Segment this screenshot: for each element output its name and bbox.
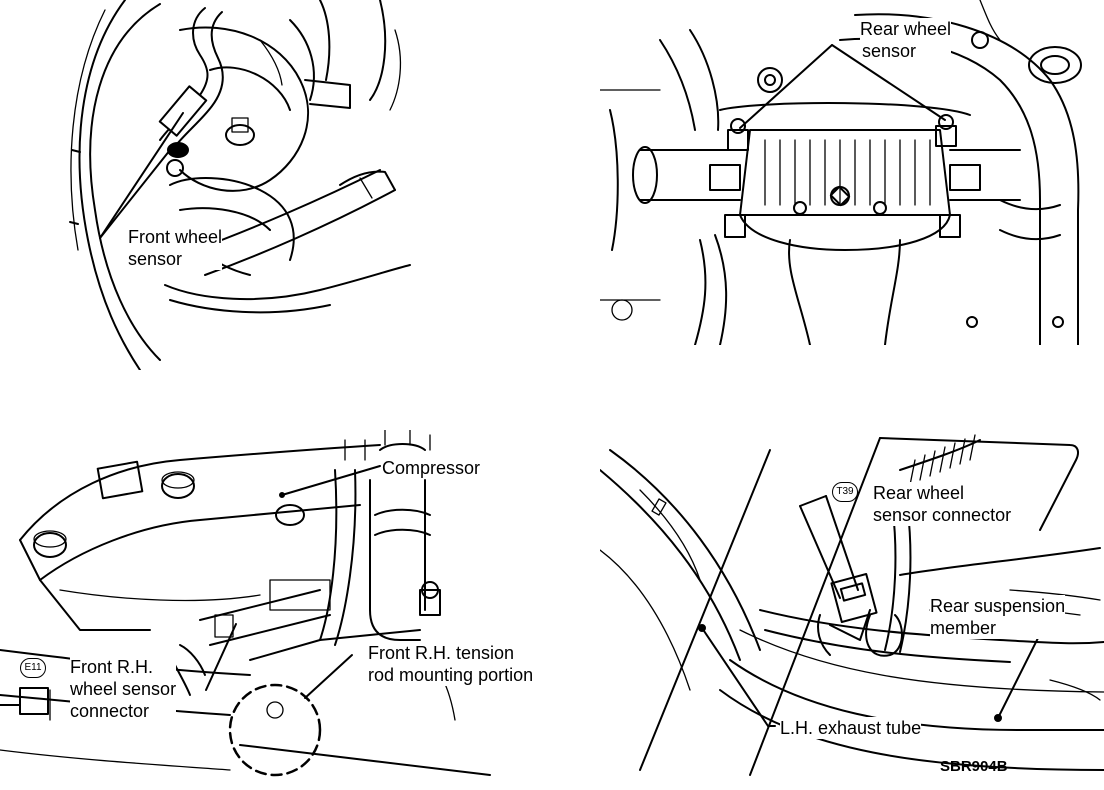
rear-wheel-sensor-label: Rear wheel sensor (860, 18, 952, 62)
tension-rod-line2: rod mounting portion (368, 665, 534, 685)
rear-wheel-sensor-panel: Rear wheel sensor (600, 0, 1104, 345)
front-wheel-sensor-label-line2: sensor (128, 249, 183, 269)
rear-suspension-line1: Rear suspension (930, 596, 1066, 616)
front-connector-illustration (0, 430, 491, 777)
front-rh-wheel-sensor-connector-label: Front R.H. wheel sensor connector (70, 656, 177, 722)
tension-rod-mounting-label: Front R.H. tension rod mounting portion (368, 642, 534, 686)
front-wheel-sensor-panel: Front wheel sensor (0, 0, 430, 370)
front-wheel-sensor-label: Front wheel sensor (128, 226, 223, 270)
front-wheel-sensor-illustration (69, 0, 411, 370)
lh-exhaust-tube-label: L.H. exhaust tube (780, 717, 922, 739)
rear-wheel-sensor-label-line1: Rear wheel (860, 19, 952, 39)
rear-wheel-sensor-connector-label: Rear wheel sensor connector (873, 482, 1012, 526)
front-wheel-sensor-label-line1: Front wheel (128, 227, 223, 247)
rear-connector-line2: sensor connector (873, 505, 1012, 525)
front-connector-panel: Compressor E11 Front R.H. wheel sensor c… (0, 430, 590, 790)
connector-code-e11-badge: E11 (20, 658, 46, 678)
connector-code-t39-badge: T39 (832, 482, 858, 502)
tension-rod-line1: Front R.H. tension (368, 643, 515, 663)
rear-wheel-sensor-label-line2: sensor (862, 41, 917, 61)
front-rh-connector-line2: wheel sensor (70, 679, 177, 699)
figure-id: SBR904B (940, 758, 1008, 775)
front-rh-connector-line1: Front R.H. (70, 657, 154, 677)
front-rh-connector-line3: connector (70, 701, 150, 721)
rear-wheel-sensor-illustration (600, 0, 1082, 345)
rear-connector-line1: Rear wheel (873, 483, 965, 503)
compressor-label: Compressor (382, 457, 481, 479)
rear-connector-panel: T39 Rear wheel sensor connector Rear sus… (600, 430, 1104, 790)
rear-suspension-member-label: Rear suspension member (930, 595, 1066, 639)
rear-suspension-line2: member (930, 618, 997, 638)
